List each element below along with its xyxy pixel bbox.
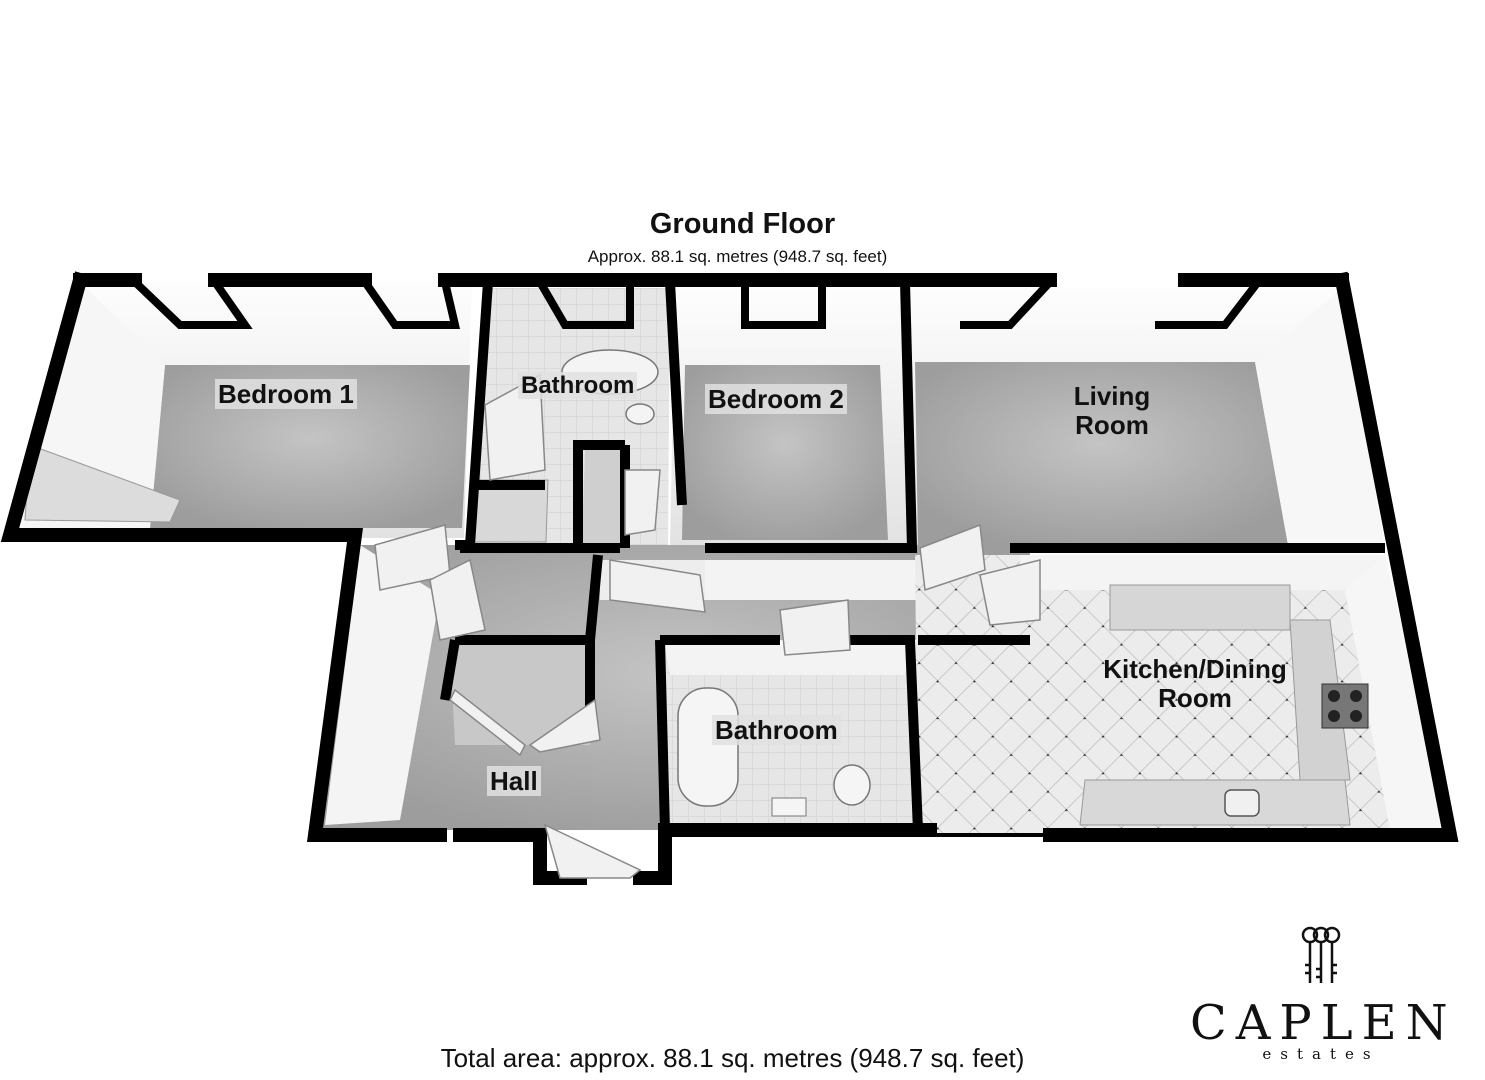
hall-area bbox=[320, 545, 1030, 830]
room-label-kitchen-line2: Room bbox=[1158, 683, 1232, 713]
doors bbox=[374, 373, 1041, 879]
floor-area-subtitle: Approx. 88.1 sq. metres (948.7 sq. feet) bbox=[587, 247, 888, 266]
inner-walls bbox=[440, 281, 1385, 831]
room-label-bedroom-1: Bedroom 1 bbox=[215, 379, 357, 409]
room-label-living-line2: Room bbox=[1075, 410, 1149, 440]
kitchen-dining-area bbox=[915, 555, 1450, 835]
logo-wordmark: CAPLEN bbox=[1190, 995, 1457, 1051]
room-label-bedroom-2: Bedroom 2 bbox=[705, 384, 847, 414]
room-label-living-room: Living Room bbox=[1062, 382, 1162, 440]
room-label-bathroom-lower-text: Bathroom bbox=[712, 715, 841, 745]
logo-subtitle: estates bbox=[1262, 1045, 1380, 1063]
room-label-bathroom-upper: Bathroom bbox=[518, 371, 638, 400]
room-label-bedroom-1-text: Bedroom 1 bbox=[215, 379, 357, 409]
room-label-kitchen-dining: Kitchen/Dining Room bbox=[1088, 655, 1302, 713]
caplen-logo: CAPLEN estates bbox=[1190, 925, 1452, 1065]
window-recesses bbox=[132, 279, 1380, 837]
total-area-caption: Total area: approx. 88.1 sq. metres (948… bbox=[440, 1043, 1025, 1073]
room-label-living-line1: Living bbox=[1073, 381, 1151, 411]
floor-title: Ground Floor bbox=[649, 208, 836, 240]
room-label-bedroom-2-text: Bedroom 2 bbox=[705, 384, 847, 414]
room-label-kitchen-line1: Kitchen/Dining bbox=[1103, 654, 1287, 684]
room-label-hall: Hall bbox=[487, 766, 541, 796]
room-label-bathroom-upper-text: Bathroom bbox=[518, 372, 638, 399]
room-label-bathroom-lower: Bathroom bbox=[712, 715, 841, 745]
room-label-hall-text: Hall bbox=[487, 766, 541, 796]
keys-logo-icon bbox=[1301, 926, 1341, 983]
